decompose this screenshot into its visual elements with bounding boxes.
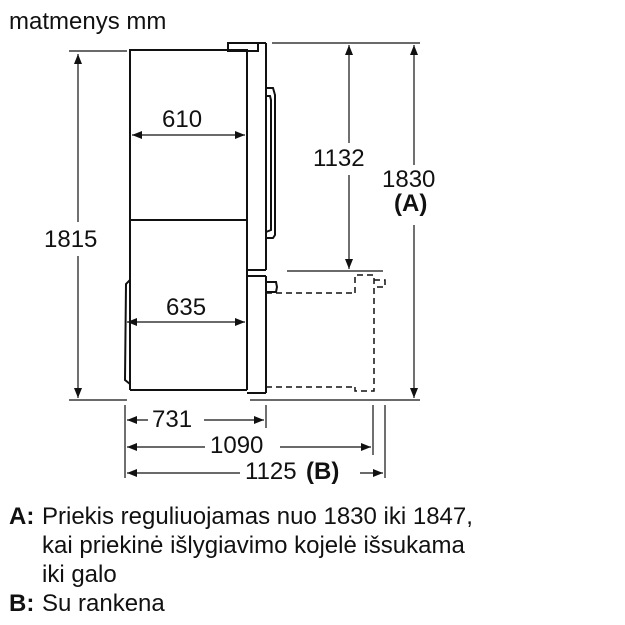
dim-label-1090: 1090 [210,432,264,459]
open-door-outline [266,274,386,392]
legend-a-line-1: Priekis reguliuojamas nuo 1830 iki 1847, [42,503,473,530]
dim-label-610: 610 [162,106,203,133]
legend-b-line-1: Su rankena [42,590,165,617]
dimension-lines [74,45,418,477]
dim-label-1815: 1815 [44,226,98,253]
legend-a-line-3: iki galo [42,561,117,588]
dim-label-635: 635 [166,294,207,321]
fridge-body [123,42,279,394]
extension-lines [69,42,420,478]
dim-note-b: (B) [306,458,340,485]
dim-label-1830: 1830 [382,166,436,193]
legend: A: Priekis reguliuojamas nuo 1830 iki 18… [9,502,473,618]
legend-item-a: A: Priekis reguliuojamas nuo 1830 iki 18… [9,502,473,589]
legend-a-line-2: kai priekinė išlygiavimo kojelė išsukama [42,532,465,559]
dim-note-a: (A) [394,190,428,217]
legend-item-b: B: Su rankena [9,589,473,618]
dim-label-1125: 1125 [245,458,297,485]
dim-label-1132: 1132 [313,145,365,172]
legend-key-a: A: [9,503,35,530]
dim-label-731: 731 [152,406,193,433]
diagram-title: matmenys mm [9,8,167,35]
legend-key-b: B: [9,590,35,617]
